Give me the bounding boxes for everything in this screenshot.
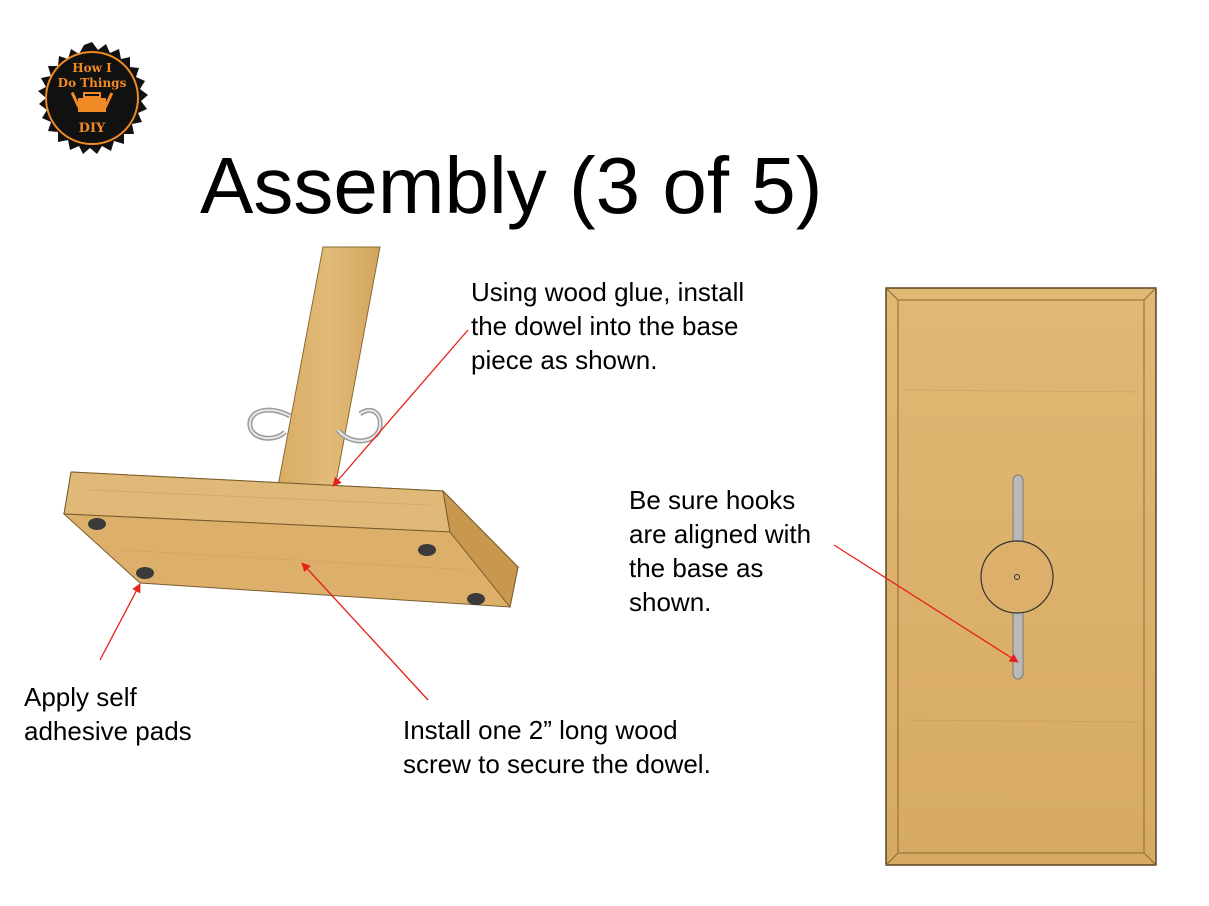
logo-line1: How I	[72, 61, 112, 75]
note-hook-alignment: Be sure hooks are aligned with the base …	[629, 485, 812, 617]
leader-arrow-pads	[99, 583, 141, 661]
leader-arrow-hooks	[833, 544, 1019, 663]
logo-line3: DIY	[79, 121, 106, 136]
dowel-top-view	[980, 540, 1054, 614]
adhesive-pad	[467, 593, 485, 605]
logo-line2: Do Things	[58, 76, 127, 90]
toolbox-icon	[70, 91, 114, 112]
leader-arrow-glue	[332, 329, 469, 487]
page-title: Assembly (3 of 5)	[200, 141, 823, 230]
diy-logo: How I Do Things DIY	[38, 42, 148, 154]
dowel	[277, 246, 381, 489]
adhesive-pad	[88, 518, 106, 530]
note-wood-glue: Using wood glue, install the dowel into …	[471, 277, 745, 375]
adhesive-pad	[418, 544, 436, 556]
leader-arrow-screw	[301, 562, 429, 701]
note-adhesive-pads: Apply self adhesive pads	[24, 682, 192, 746]
adhesive-pad	[136, 567, 154, 579]
note-wood-screw: Install one 2” long wood screw to secure…	[403, 715, 711, 779]
